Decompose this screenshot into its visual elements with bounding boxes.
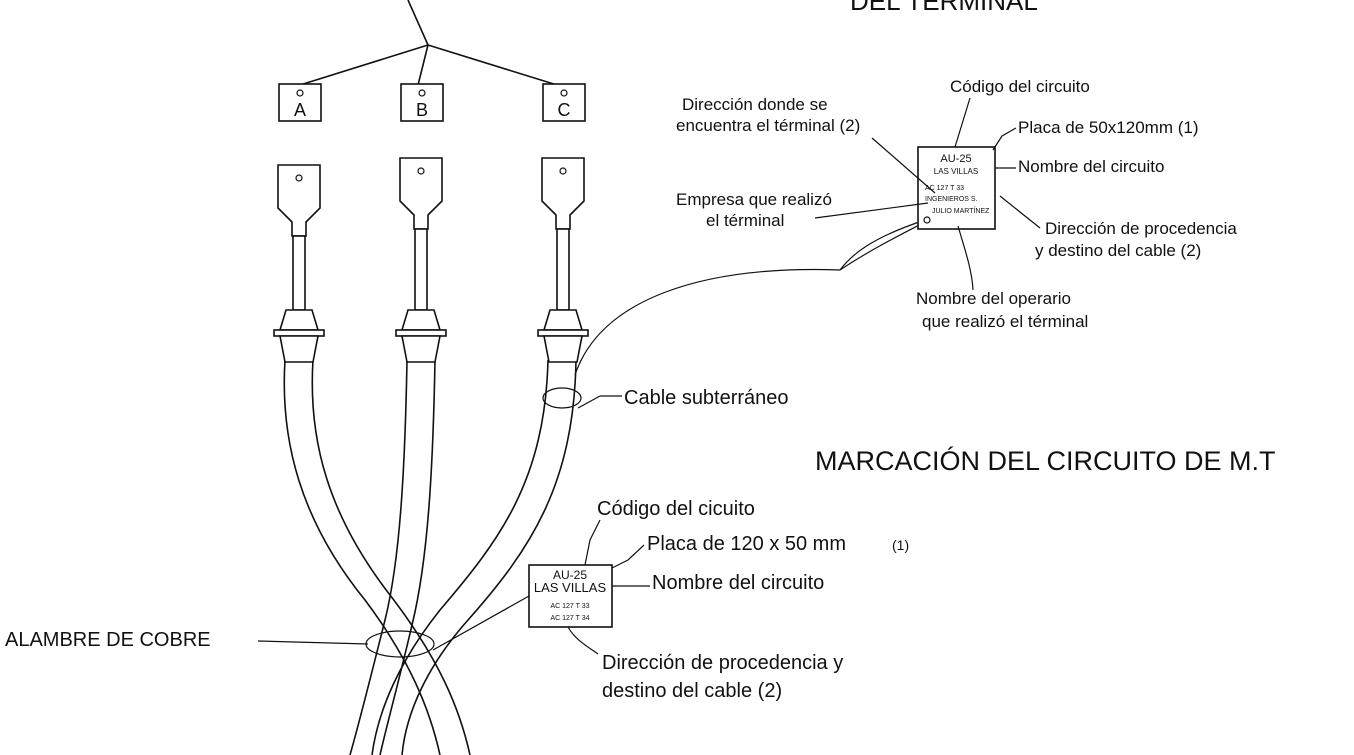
cable-label-leader [577, 395, 601, 409]
lower-plate-line-2: LAS VILLAS [534, 580, 607, 595]
cable-subterraneo-label: Cable subterráneo [624, 387, 789, 409]
terminal-lug-c [537, 157, 589, 363]
upper-operator-label-1: Nombre del operario [916, 289, 1071, 308]
plate-wire-2 [432, 595, 530, 651]
upper-company-label-1: Empresa que realizó [676, 190, 832, 209]
lower-direction-label-2: destino del cable (2) [602, 680, 782, 702]
upper-identification-plate: AU-25 LAS VILLAS AC 127 T 33 INGENIEROS … [917, 146, 996, 230]
upper-address-label-1: Dirección donde se [682, 95, 828, 114]
upper-plate-line-1: AU-25 [940, 153, 971, 165]
lower-plate-size-label: Placa de 120 x 50 mm [647, 533, 846, 555]
terminal-lug-b [395, 157, 447, 363]
phase-label-a: A [294, 100, 306, 120]
cable-bundle [283, 359, 577, 755]
upper-plate-line-3: AC 127 T 33 [925, 185, 964, 192]
phase-label-b: B [416, 100, 428, 120]
upper-code-label: Código del circuito [950, 77, 1090, 96]
phase-box-c: C [542, 83, 586, 122]
upper-plate-callouts: Código del circuito Placa de 50x120mm (1… [676, 77, 1237, 331]
plate-wire-1 [574, 268, 841, 376]
lower-plate-line-4: AC 127 T 34 [550, 615, 589, 622]
lower-plate-size-note: (1) [892, 537, 909, 553]
top-heading-fragment: DEL TERMINAL [850, 0, 1038, 16]
upper-plate-line-2: LAS VILLAS [934, 167, 978, 176]
phase-connection-lines [299, 0, 558, 86]
upper-plate-size-label: Placa de 50x120mm (1) [1018, 118, 1198, 137]
upper-plate-line-5: JULIO MARTÍNEZ [932, 206, 990, 215]
lower-code-label: Código del cicuito [597, 498, 755, 520]
upper-direction-label-2: y destino del cable (2) [1035, 241, 1201, 260]
main-title: MARCACIÓN DEL CIRCUITO DE M.T [815, 445, 1276, 476]
phase-box-a: A [278, 83, 322, 122]
copper-wire-label: ALAMBRE DE COBRE [5, 629, 211, 651]
cable-marker-ellipse [542, 387, 582, 409]
lower-name-label: Nombre del circuito [652, 572, 824, 594]
upper-name-label: Nombre del circuito [1018, 157, 1164, 176]
upper-address-label-2: encuentra el términal (2) [676, 116, 860, 135]
upper-operator-label-2: que realizó el términal [922, 312, 1088, 331]
terminal-lug-a [273, 164, 325, 363]
phase-box-b: B [400, 83, 444, 122]
upper-direction-label-1: Dirección de procedencia [1045, 219, 1237, 238]
lower-plate-line-1: AU-25 [553, 568, 587, 582]
upper-company-label-2: el términal [706, 211, 784, 230]
upper-plate-line-4: INGENIEROS S. [925, 196, 978, 203]
lower-identification-plate: AU-25 LAS VILLAS AC 127 T 33 AC 127 T 34 [528, 564, 613, 628]
lower-plate-line-3: AC 127 T 33 [550, 603, 589, 610]
copper-label-leader [257, 640, 369, 645]
phase-label-c: C [558, 100, 571, 120]
lower-plate-callouts: Código del cicuito Placa de 120 x 50 mm … [567, 498, 909, 702]
lower-direction-label-1: Dirección de procedencia y [602, 652, 843, 674]
